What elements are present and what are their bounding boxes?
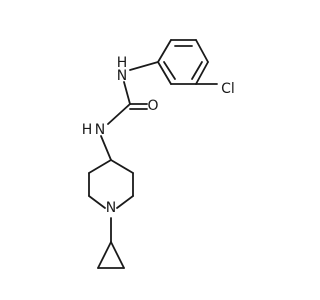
bond — [163, 61, 176, 80]
atom-o: O — [147, 98, 158, 114]
piperidine-ring — [88, 159, 134, 209]
chlorophenyl-ring — [157, 39, 209, 85]
atom-cl: Cl — [221, 81, 235, 97]
bond — [195, 61, 209, 85]
atom-n-top: N — [117, 68, 127, 84]
bond — [116, 195, 134, 209]
structure-svg: H N O H N Cl N — [82, 39, 235, 269]
bond — [157, 39, 172, 63]
molecule-diagram: H N O H N Cl N — [82, 39, 235, 269]
cyclopropyl-ring — [97, 241, 125, 269]
bond — [110, 159, 134, 174]
bond — [88, 195, 106, 209]
bond — [129, 61, 159, 71]
bond — [100, 135, 112, 161]
atom-n-ring: N — [106, 200, 116, 216]
bond — [110, 241, 125, 269]
atom-n-left: N — [95, 122, 105, 138]
bond — [88, 159, 112, 174]
bond — [157, 61, 172, 85]
atom-h-top: H — [117, 55, 128, 71]
bond — [195, 39, 209, 63]
atom-h-left: H — [82, 122, 93, 138]
bond — [191, 61, 203, 80]
bond — [107, 103, 131, 125]
bond — [123, 81, 131, 105]
bond — [97, 241, 112, 269]
